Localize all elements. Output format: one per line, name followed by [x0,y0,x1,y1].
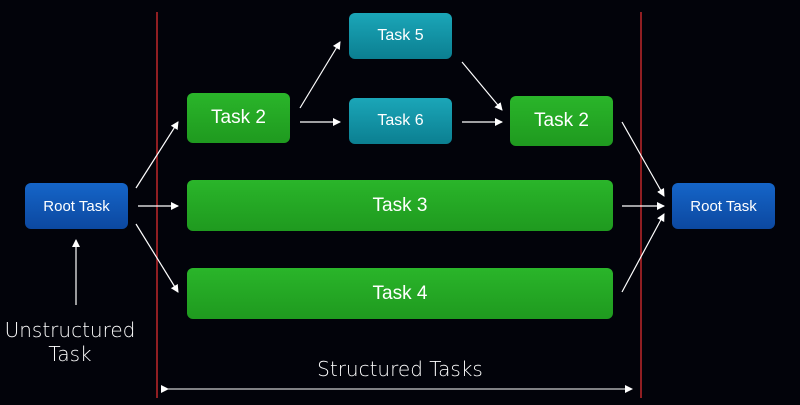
structured-tasks-label: Structured Tasks [317,357,483,381]
task6-node: Task 6 [349,98,452,144]
arrow-task5-to-task2 [461,61,503,111]
task5-node: Task 5 [349,13,452,59]
root-task-left-node: Root Task [25,183,128,229]
task2-left-node: Task 2 [187,93,290,143]
arrow-root-to-task4 [135,223,179,293]
root-task-right-node: Root Task [672,183,775,229]
arrow-root-to-task2 [135,121,179,189]
unstructured-task-label: Unstructured Task [0,318,140,366]
arrow-task2-to-root [621,121,665,197]
unstructured-label-line2: Task [48,342,92,366]
arrow-task2-to-task5 [299,41,341,109]
arrow-task4-to-root [621,213,665,293]
task3-node: Task 3 [187,180,613,231]
unstructured-label-line1: Unstructured [4,318,136,342]
task2-right-node: Task 2 [510,96,613,146]
task4-node: Task 4 [187,268,613,319]
